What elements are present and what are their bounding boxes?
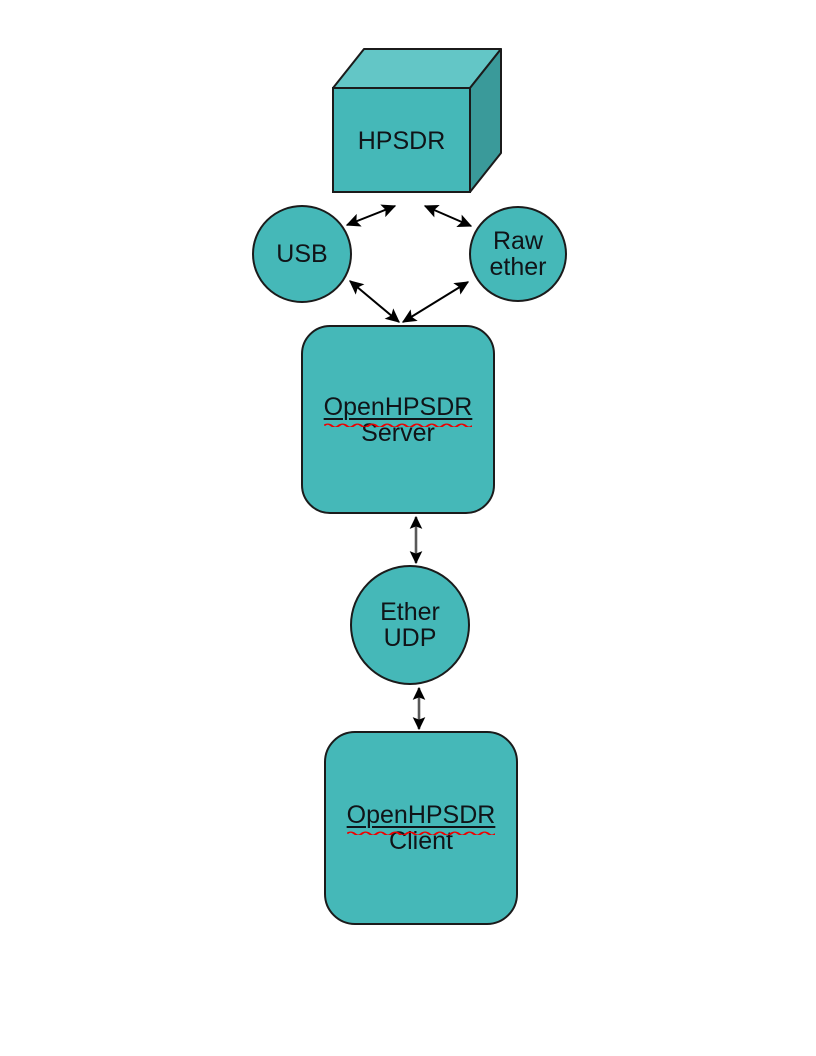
- hpsdr-cube-front-face: [332, 87, 471, 193]
- node-ether-udp[interactable]: [350, 565, 470, 685]
- connector-usb-server: [349, 280, 400, 323]
- connector-hpsdr-raw-ether: [423, 205, 473, 227]
- node-openhpsdr-server[interactable]: [301, 325, 495, 514]
- node-hpsdr[interactable]: [332, 48, 502, 193]
- node-usb[interactable]: [252, 205, 352, 303]
- node-raw-ether[interactable]: [469, 206, 567, 302]
- node-openhpsdr-client[interactable]: [324, 731, 518, 925]
- connector-raw-ether-server: [401, 281, 470, 323]
- connector-hpsdr-usb: [345, 204, 397, 227]
